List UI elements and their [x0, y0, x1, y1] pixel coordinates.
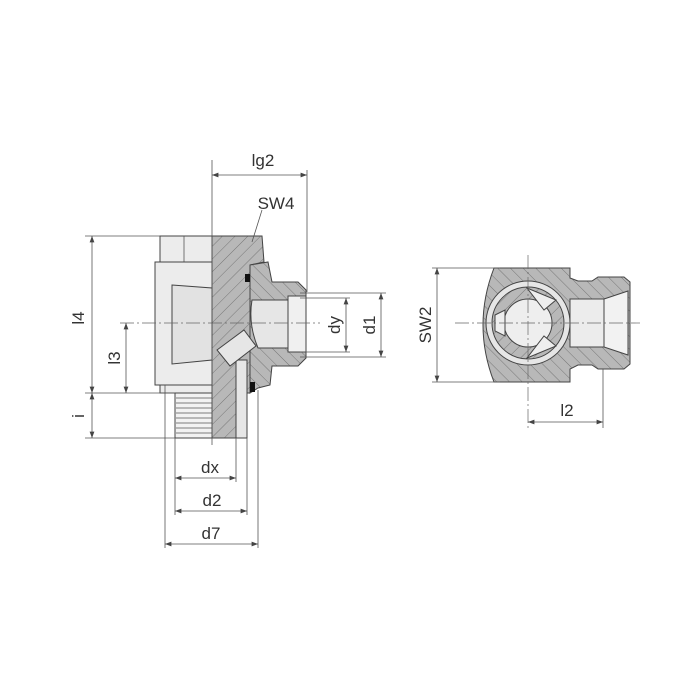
side-view-dimensions: lg2 SW4 l4 l3 i dy d1 dx d2 d7	[69, 151, 386, 548]
dim-d2: d2	[203, 491, 222, 510]
side-view	[120, 160, 320, 445]
dim-l4: l4	[69, 311, 88, 324]
dim-dx: dx	[201, 458, 219, 477]
dim-i: i	[69, 414, 88, 418]
dim-d1: d1	[360, 316, 379, 335]
male-thread	[174, 392, 213, 439]
dim-lg2: lg2	[252, 151, 275, 170]
dim-d7: d7	[202, 524, 221, 543]
dim-l3: l3	[105, 351, 124, 364]
dim-l2: l2	[560, 401, 573, 420]
hex-nut	[159, 235, 213, 263]
end-view-dimensions: SW2 l2	[416, 267, 604, 428]
dim-sw2: SW2	[416, 307, 435, 344]
end-view	[455, 255, 640, 428]
dim-sw4: SW4	[258, 194, 295, 213]
dim-dy: dy	[325, 316, 344, 334]
